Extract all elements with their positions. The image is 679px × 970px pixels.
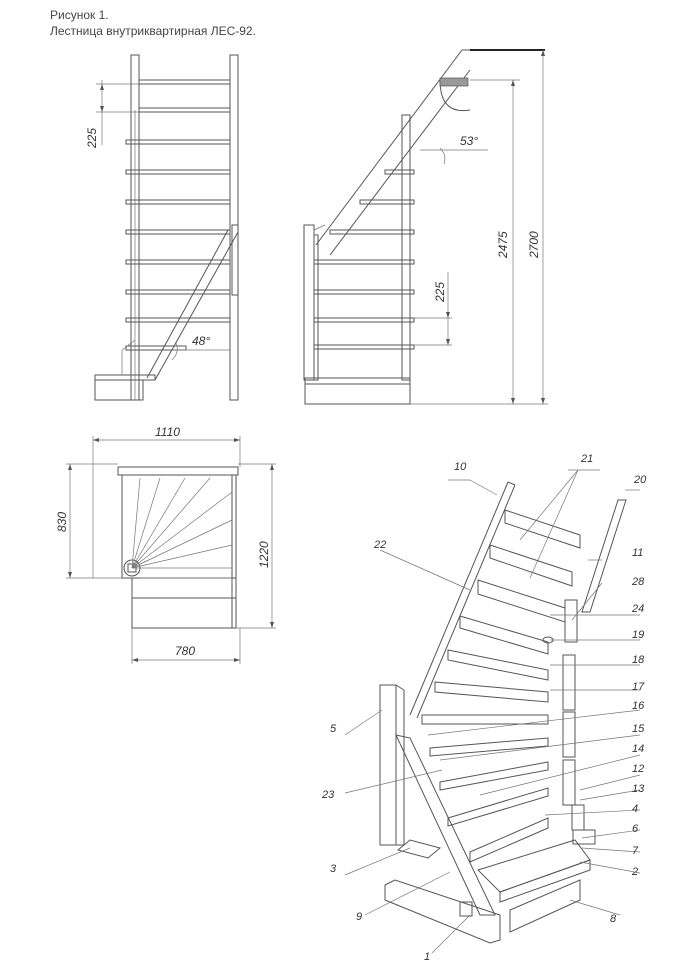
part-label: 11 — [632, 547, 643, 559]
part-label: 6 — [632, 823, 639, 835]
front-treads — [94, 79, 231, 401]
part-label: 5 — [330, 723, 337, 735]
part-label: 22 — [373, 539, 386, 551]
plan-width-top: 1110 — [155, 425, 180, 439]
part-label: 4 — [632, 803, 638, 815]
isometric-view: 10 21 20 22 11 28 24 19 18 17 16 15 14 1… — [321, 453, 647, 963]
part-label: 13 — [632, 783, 645, 795]
part-label: 24 — [631, 603, 644, 615]
part-label: 20 — [633, 474, 647, 486]
plan-height-left: 830 — [55, 512, 69, 532]
plan-winders — [131, 477, 233, 579]
side-angle-label: 53° — [460, 134, 478, 148]
part-label: 1 — [424, 951, 430, 963]
part-label: 9 — [356, 911, 362, 923]
part-label: 15 — [632, 723, 645, 735]
iso-treads — [421, 509, 591, 903]
front-view: 225 48° — [85, 54, 239, 401]
plan-width-bottom: 780 — [175, 644, 195, 658]
part-label: 23 — [321, 789, 335, 801]
side-step-dimension: 225 — [433, 282, 447, 303]
plan-view: 1110 780 830 1220 — [55, 425, 276, 664]
part-label: 7 — [632, 845, 639, 857]
part-label: 2 — [631, 866, 638, 878]
figure-title: Лестница внутриквартирная ЛЕС-92. — [50, 24, 256, 38]
figure-number: Рисунок 1. — [50, 8, 109, 22]
side-view: 2475 2700 225 53° — [303, 49, 548, 405]
part-label: 8 — [610, 913, 617, 925]
side-treads — [313, 169, 415, 350]
part-label: 16 — [632, 700, 645, 712]
part-label: 28 — [631, 576, 645, 588]
front-angle-label: 48° — [192, 334, 210, 348]
part-label: 14 — [632, 743, 644, 755]
part-label: 10 — [454, 461, 467, 473]
part-label: 19 — [632, 629, 644, 641]
side-height-total: 2700 — [527, 231, 541, 259]
front-step-dimension: 225 — [85, 128, 99, 149]
part-label: 3 — [330, 863, 337, 875]
plan-height-right: 1220 — [257, 541, 271, 568]
iso-newel-post — [542, 599, 596, 845]
iso-leader-lines — [344, 469, 641, 954]
iso-part-labels: 10 21 20 22 11 28 24 19 18 17 16 15 14 1… — [321, 453, 647, 963]
side-height-mid: 2475 — [496, 231, 510, 259]
part-label: 18 — [632, 654, 645, 666]
part-label: 21 — [580, 453, 593, 465]
front-right-post — [229, 54, 239, 401]
part-label: 17 — [632, 681, 645, 693]
part-label: 12 — [632, 763, 644, 775]
